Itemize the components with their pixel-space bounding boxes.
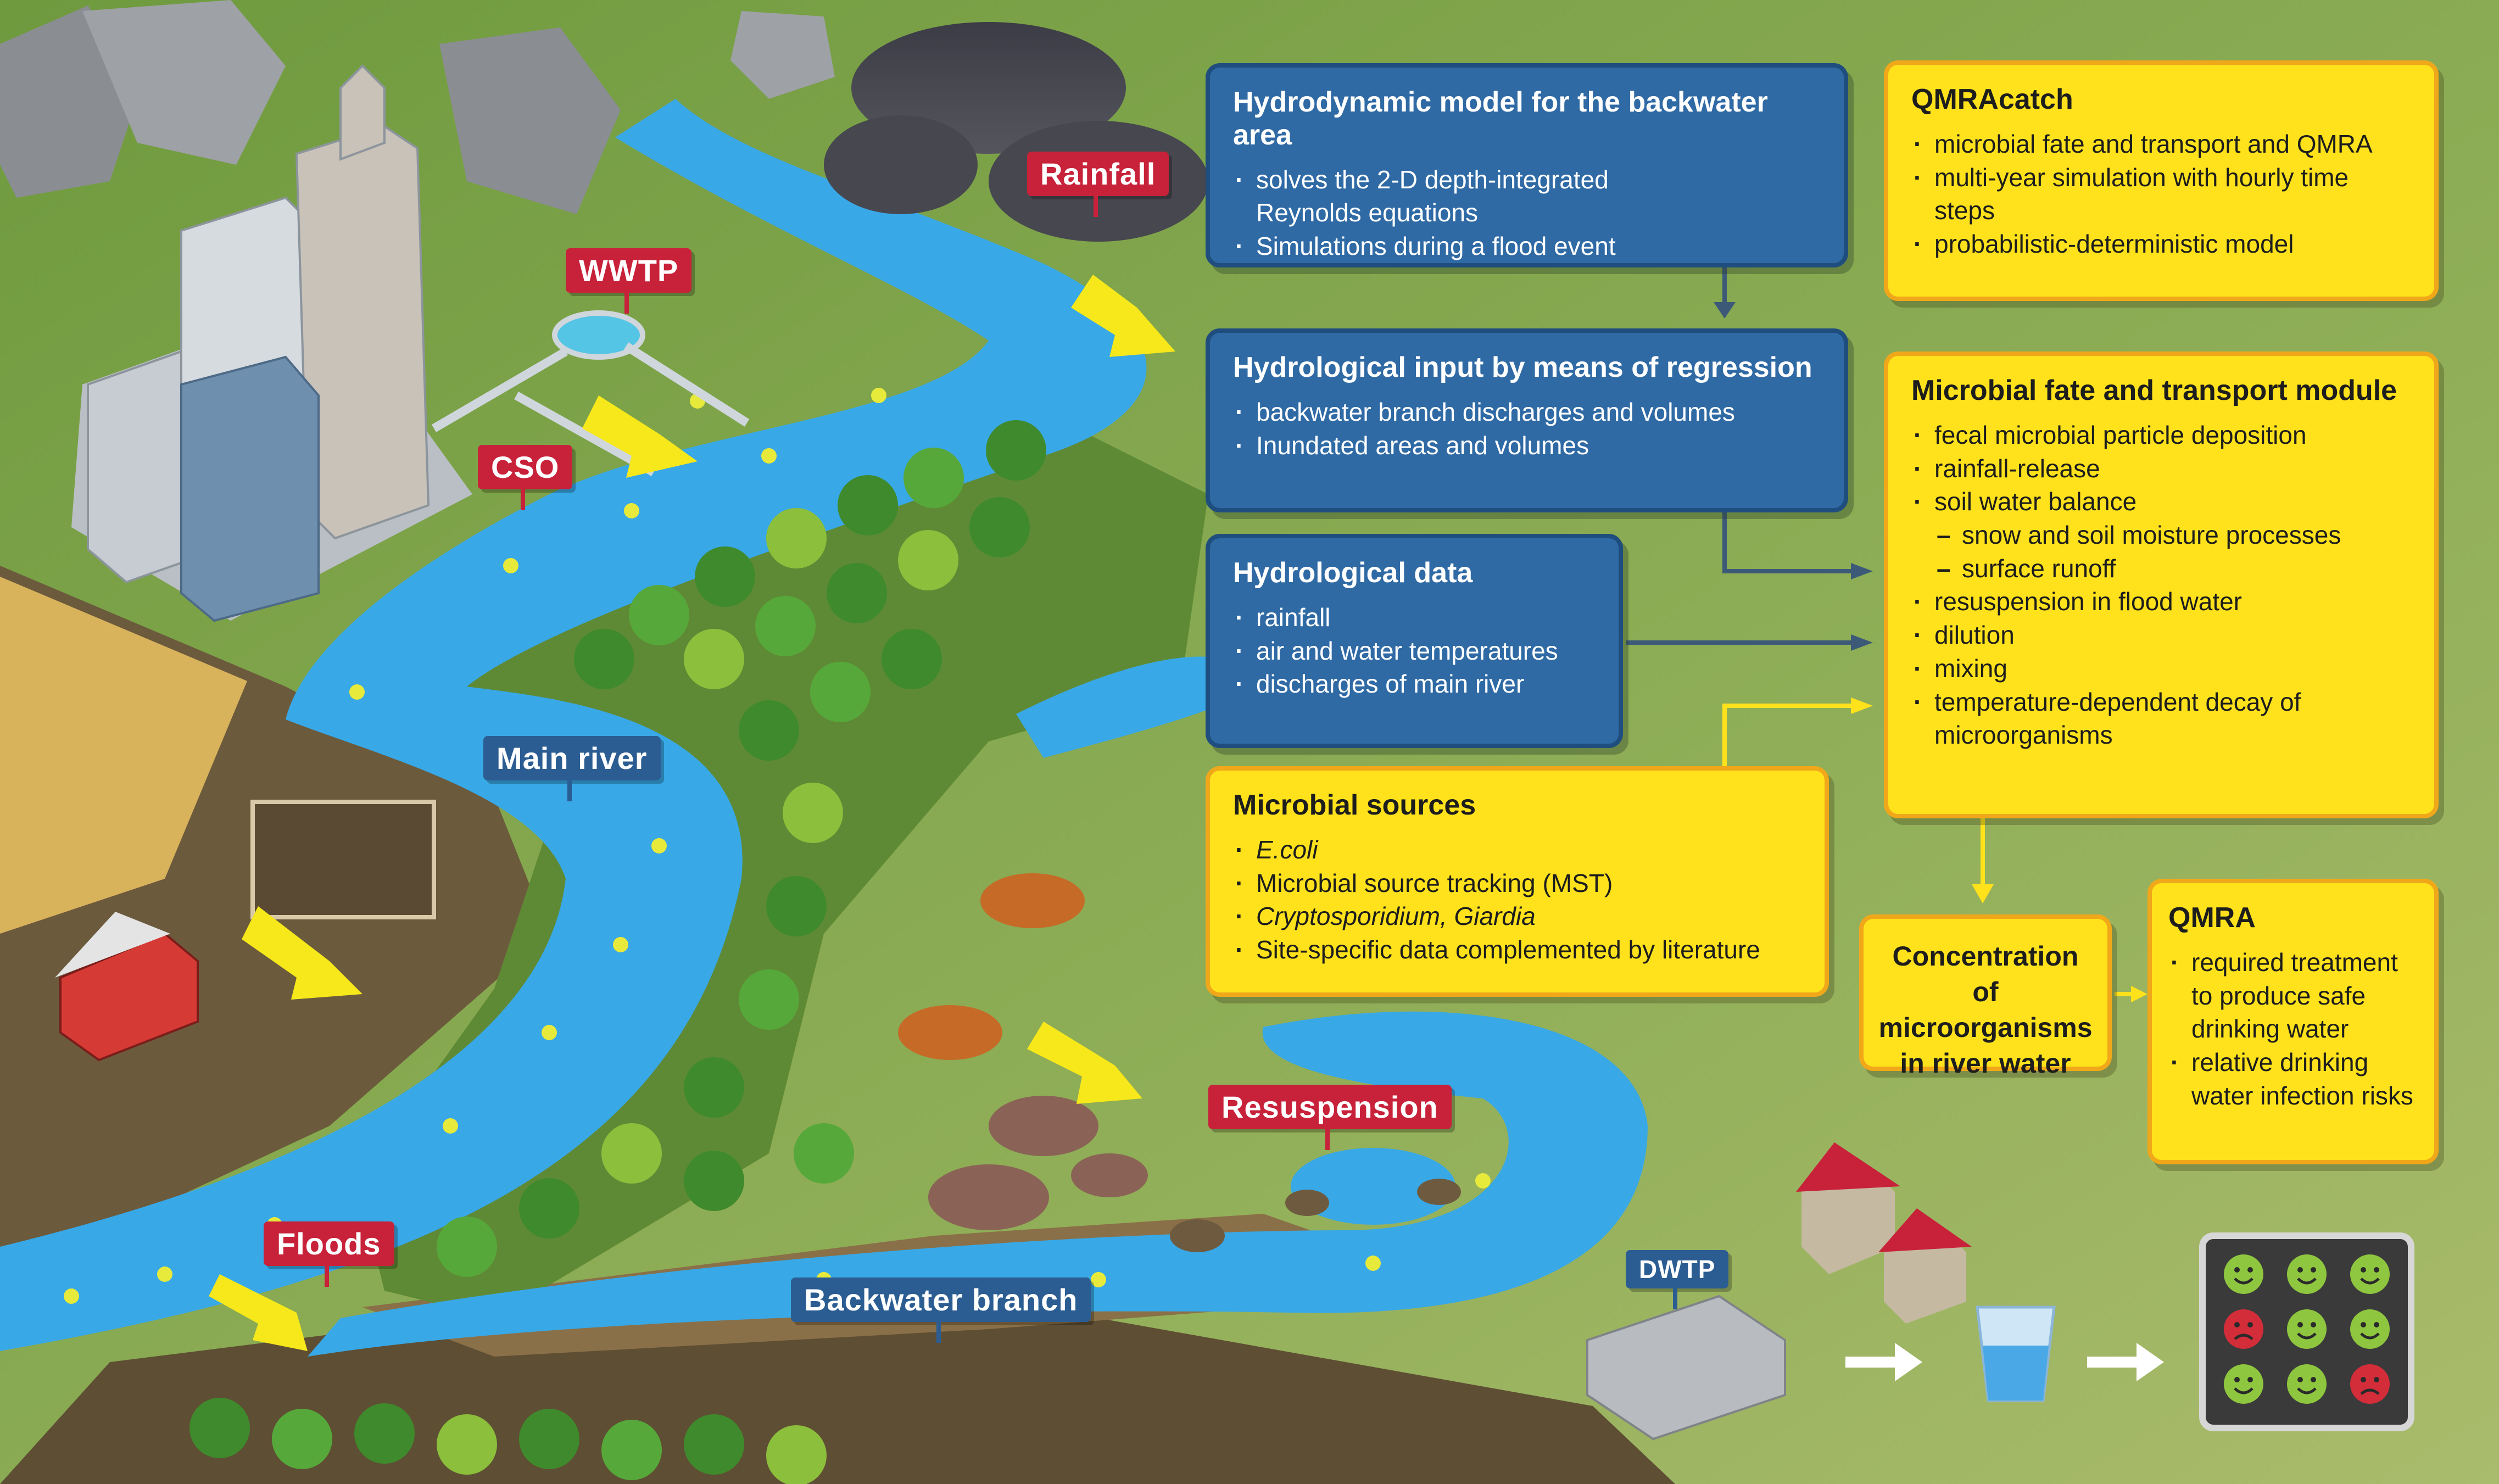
box-item: dilution [1911,618,2413,652]
side-channel [1016,656,1263,758]
box-item: Microbial source tracking (MST) [1233,867,1804,900]
white-process-arrows [1845,1343,2164,1381]
sad-face-icon [2350,1364,2390,1404]
box-title: Hydrodynamic model for the backwater are… [1233,86,1768,151]
box-title: Hydrological data [1233,557,1473,589]
box-item: Site-specific data complemented by liter… [1233,933,1804,967]
hydrological-data-box: Hydrological data rainfall air and water… [1206,534,1623,748]
box-title: Microbial sources [1233,789,1476,821]
box-subitem: surface runoff [1911,552,2413,585]
box-title: Hydrological input by means of regressio… [1233,352,1812,383]
deer [898,873,1085,1060]
box-item: required treatment to produce safe drink… [2168,946,2419,1046]
city-buildings [87,64,430,622]
box-item: mixing [1911,652,2413,685]
wwtp-basin [552,310,645,360]
box-item: rainfall [1233,601,1598,634]
risk-faces [2224,1254,2390,1404]
happy-face-icon [2224,1364,2263,1404]
wwtp-tag: WWTP [566,248,692,314]
box-title: QMRA [2168,902,2256,934]
blue-connectors [1626,264,1856,645]
box-item: fecal microbial particle deposition [1911,419,2413,452]
box-item-text: E.coli [1256,835,1318,864]
blue-arrowheads [1714,302,1873,651]
dwtp-tag: DWTP [1626,1250,1729,1309]
box-item: E.coli [1233,833,1804,867]
rainfall-tag: Rainfall [1027,152,1169,217]
box-title: Concentration of microorganisms in river… [1878,941,2093,1079]
backwater-branch [308,1011,1648,1357]
box-item: air and water temperatures [1233,634,1598,668]
box-item: resuspension in flood water [1911,585,2413,618]
hydrodynamic-model-box: Hydrodynamic model for the backwater are… [1206,63,1848,267]
floods-tag: Floods [264,1221,394,1287]
dwtp-plant [1586,1295,1786,1441]
box-title: QMRAcatch [1911,83,2073,115]
box-item: discharges of main river [1233,667,1598,701]
box-item: probabilistic-deterministic model [1911,227,2413,261]
microbial-sources-box: Microbial sources E.coli Microbial sourc… [1206,766,1829,997]
flow-arrows [209,275,1175,1351]
water-glass [1976,1306,2056,1402]
happy-face-icon [2287,1364,2327,1404]
pond [1291,1148,1455,1225]
box-item: backwater branch discharges and volumes [1233,395,1823,429]
box-subitem: snow and soil moisture processes [1911,518,2413,552]
box-title: Microbial fate and transport module [1911,375,2397,406]
box-item: Simulations during a flood event [1233,230,1823,263]
box-item: multi-year simulation with hourly time s… [1911,161,2413,227]
box-item: rainfall-release [1911,452,2413,486]
hydrological-input-box: Hydrological input by means of regressio… [1206,328,1848,512]
wheat-field [0,577,247,934]
yellow-arrowheads [1851,698,2147,1002]
fate-transport-module-box: Microbial fate and transport module feca… [1884,352,2439,818]
box-item: Cryptosporidium, Giardia [1233,900,1804,933]
cso-tag: CSO [478,445,573,510]
main-river-tag: Main river [483,736,661,801]
happy-face-icon [2224,1254,2263,1294]
forest-trees [189,420,1046,1484]
box-item: temperature-dependent decay of microorga… [1911,685,2413,752]
happy-face-icon [2287,1254,2327,1294]
farm-barn [55,912,199,1062]
backwater-branch-tag: Backwater branch [791,1277,1091,1343]
houses [1796,1142,1972,1324]
happy-face-icon [2350,1254,2390,1294]
box-item: Inundated areas and volumes [1233,429,1823,462]
happy-face-icon [2287,1309,2327,1349]
box-item: relative drinking water infection risks [2168,1046,2419,1112]
riverbank-ground [0,1307,1675,1484]
ducks [1170,1179,1461,1252]
main-river [0,99,1147,1351]
mountains [0,0,835,214]
wild-boars [928,1096,1148,1230]
box-item-text: Cryptosporidium, Giardia [1256,902,1536,931]
box-item: microbial fate and transport and QMRA [1911,127,2413,161]
box-item: soil water balance [1911,485,2413,518]
concentration-box: Concentration of microorganisms in river… [1859,914,2112,1079]
happy-face-icon [2350,1309,2390,1349]
qmra-box: QMRA required treatment to produce safe … [2147,879,2439,1164]
qmracatch-box: QMRAcatch microbial fate and transport a… [1884,60,2439,301]
sad-face-icon [2224,1309,2263,1349]
box-item: solves the 2-D depth-integrated Reynolds… [1233,163,1684,230]
yellow-connectors [1722,704,2134,996]
resuspension-tag: Resuspension [1208,1085,1452,1150]
cattle-pen [250,800,436,919]
